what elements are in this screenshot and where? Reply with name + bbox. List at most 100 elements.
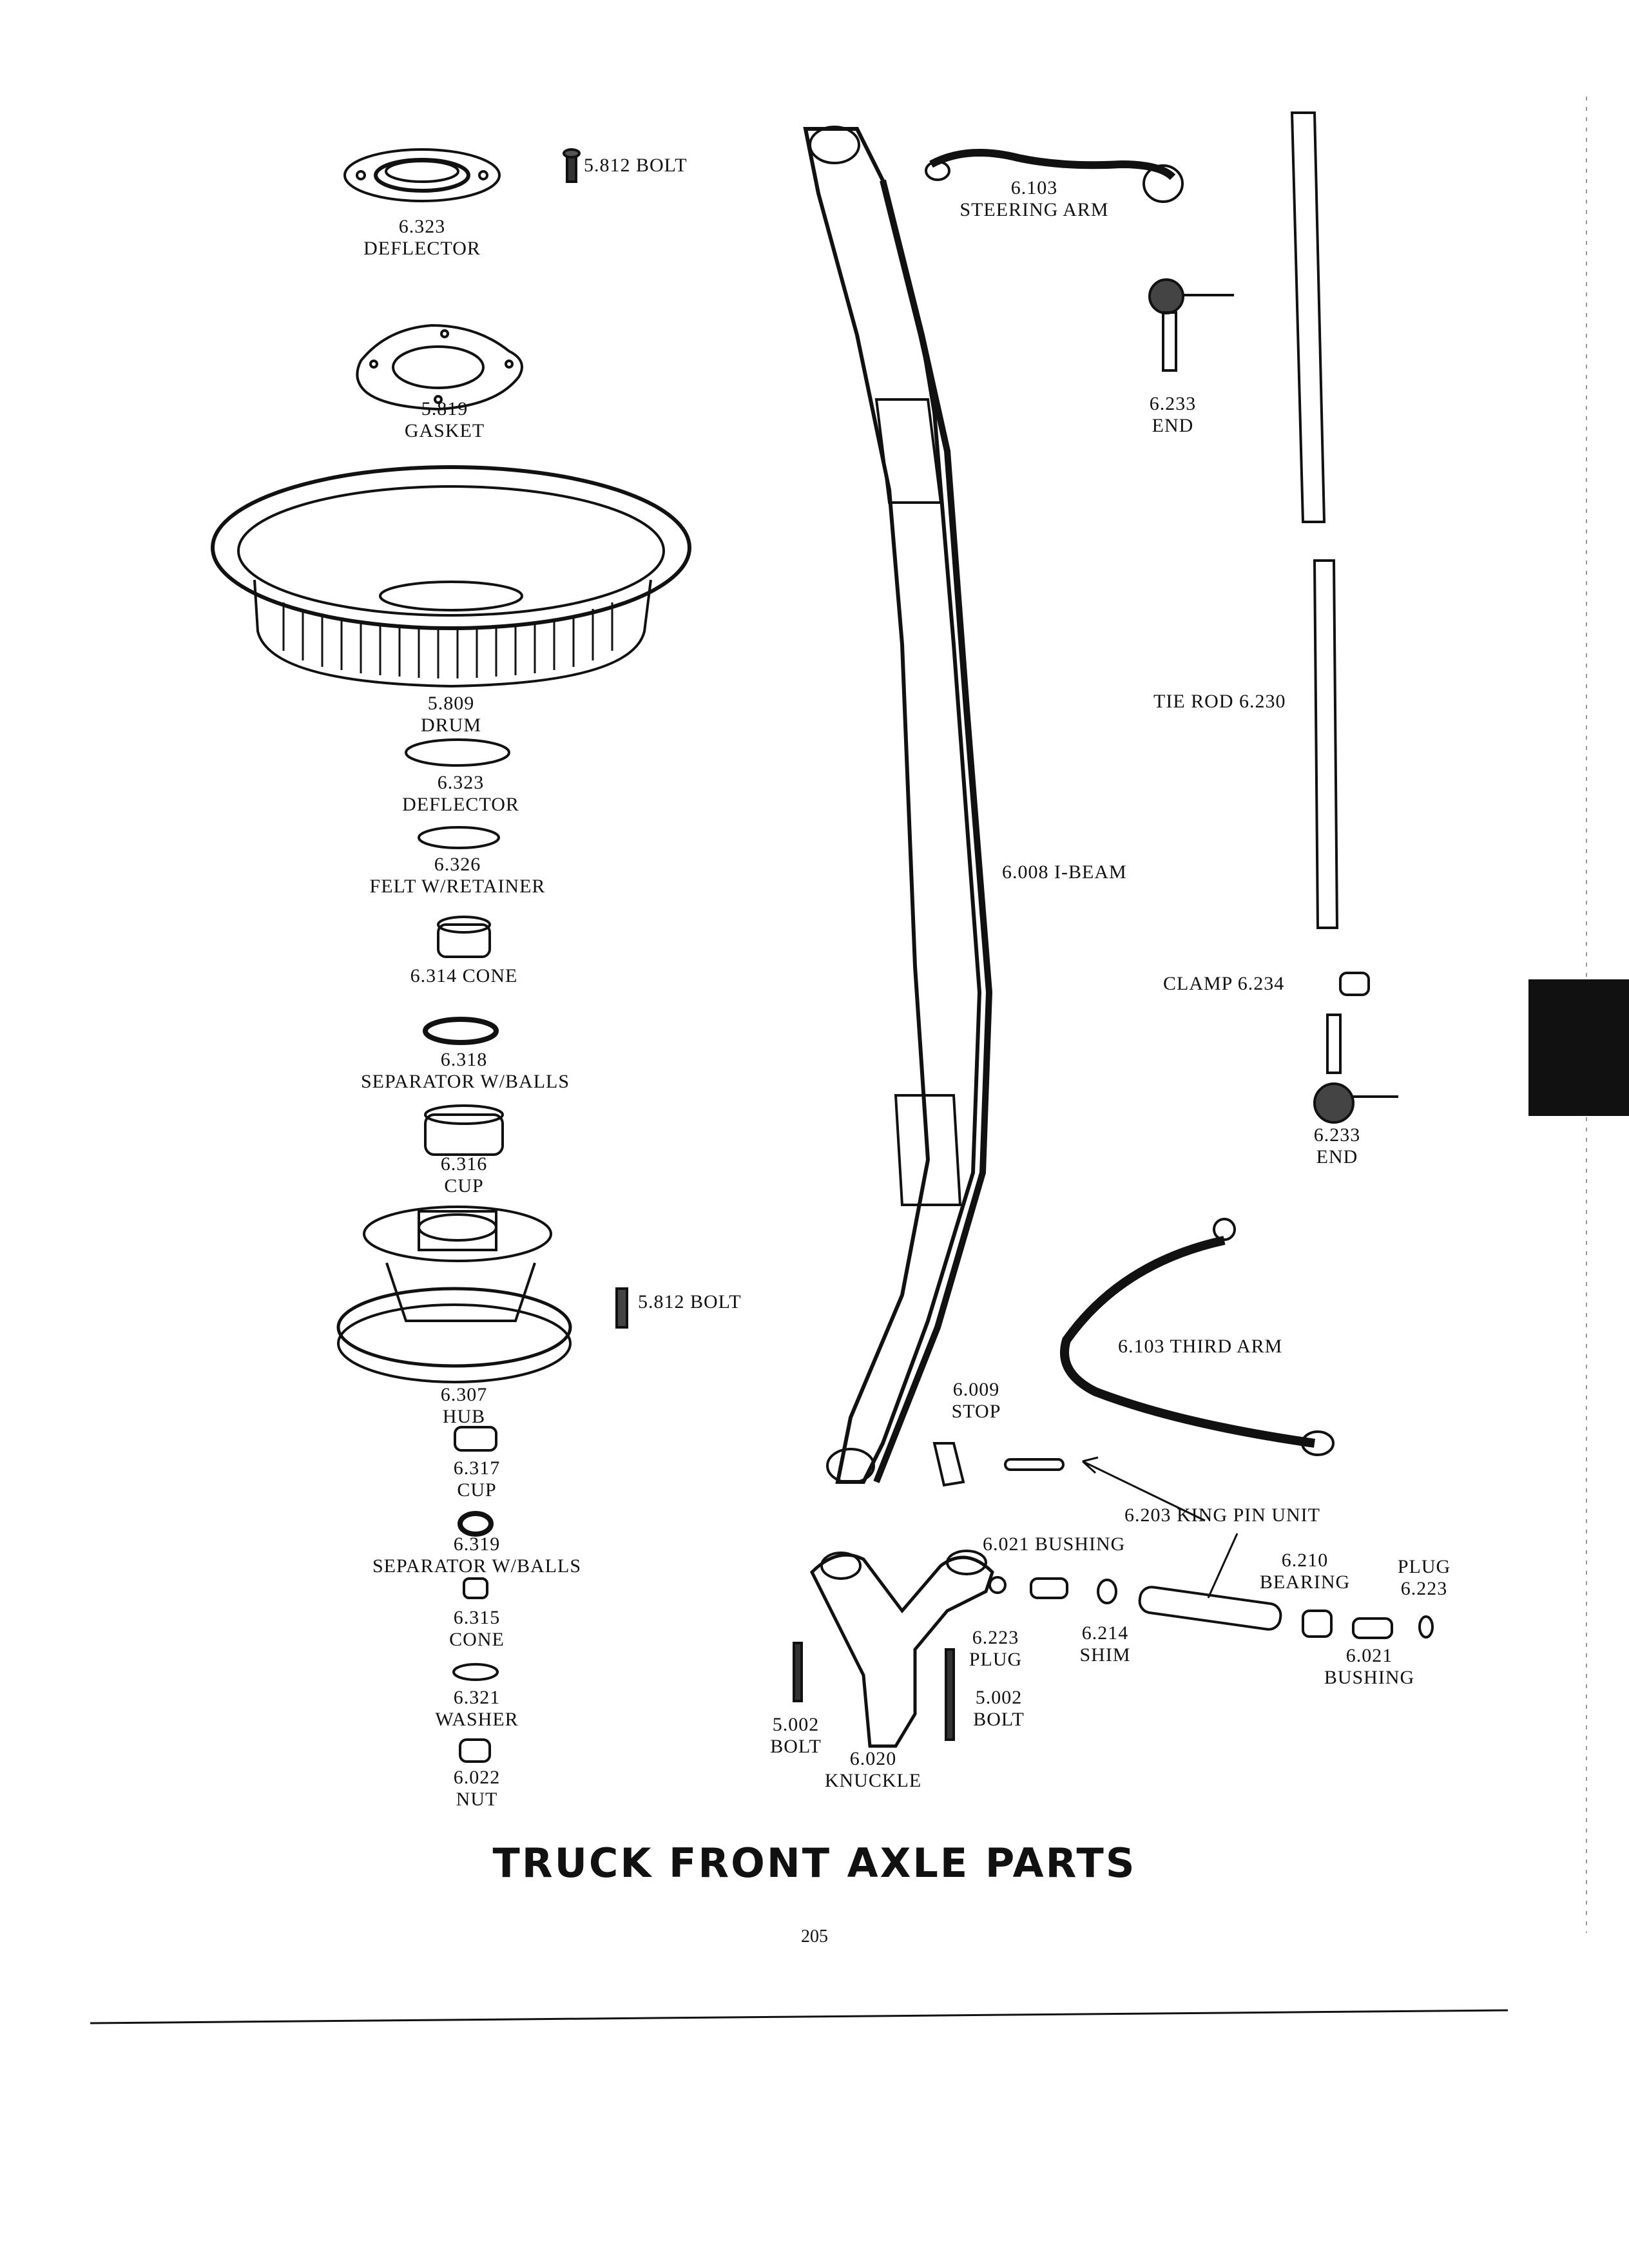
tie-rod-label: TIE ROD 6.230 (1153, 691, 1286, 712)
part-name: CUP (457, 1479, 497, 1501)
deflector-2-label: 6.323 DEFLECTOR (390, 772, 532, 816)
separator-bottom-label: 6.319 SEPARATOR W/BALLS (367, 1533, 586, 1577)
bolt-top-label: 5.812 BOLT (584, 155, 688, 176)
part-name: NUT (456, 1789, 498, 1810)
part-number: 6.223 (1400, 1578, 1448, 1599)
part-name: END (1152, 415, 1194, 436)
part-number: 6.323 (398, 216, 446, 237)
separator-bottom-drawing (458, 1511, 494, 1537)
part-number: 5.002 (975, 1687, 1023, 1708)
part-name: STEERING ARM (959, 199, 1109, 220)
steering-arm-drawing (925, 149, 1184, 203)
drum-label: 5.809 DRUM (387, 693, 516, 736)
felt-drawing (418, 826, 500, 849)
cup-top-label: 6.316 CUP (412, 1153, 516, 1197)
bearing-label: 6.210 BEARING (1253, 1550, 1356, 1593)
part-number: 6.020 (849, 1748, 897, 1769)
part-number: 6.315 (453, 1607, 501, 1628)
king-pin-pointer (1207, 1533, 1239, 1599)
part-name: SEPARATOR W/BALLS (372, 1555, 582, 1577)
steering-arm-label: 6.103 STEERING ARM (947, 177, 1121, 221)
gasket-drawing (356, 323, 523, 411)
part-name: END (1316, 1146, 1358, 1168)
part-number: 6.223 (972, 1627, 1019, 1648)
nut-label: 6.022 NUT (425, 1767, 528, 1811)
page-tab-marker (1528, 979, 1629, 1116)
washer-label: 6.321 WASHER (425, 1687, 528, 1731)
part-number: 5.002 (772, 1714, 820, 1735)
end-top-drawing (1148, 278, 1234, 372)
part-name: PLUG (1397, 1556, 1451, 1577)
plug-left-drawing (988, 1576, 1007, 1594)
bolt-hub-drawing (615, 1287, 628, 1329)
drum-drawing (211, 465, 691, 688)
clamp-drawing (1339, 972, 1370, 996)
king-pin-small-drawing (1004, 1458, 1065, 1471)
part-number: 5.809 (427, 693, 475, 714)
part-number: 6.210 (1281, 1550, 1329, 1571)
deflector-top-drawing (343, 148, 501, 202)
separator-top-drawing (423, 1017, 499, 1045)
part-number: 6.316 (440, 1153, 488, 1175)
part-name: BOLT (973, 1709, 1025, 1730)
page-number: 205 (801, 1927, 828, 1946)
stop-drawing (932, 1442, 965, 1487)
end-bottom-label: 6.233 END (1298, 1124, 1376, 1168)
part-name: DRUM (420, 715, 481, 736)
cup-bottom-drawing (454, 1426, 497, 1452)
bolt-left-label: 5.002 BOLT (760, 1714, 831, 1758)
part-number: 6.326 (434, 854, 481, 875)
bolt-right-label: 5.002 BOLT (963, 1687, 1034, 1731)
deflector-top-label: 6.323 DEFLECTOR (358, 216, 487, 260)
part-number: 6.319 (453, 1533, 501, 1555)
part-number: 6.318 (440, 1049, 488, 1070)
cone-bottom-label: 6.315 CONE (425, 1607, 528, 1651)
part-number: 6.021 (1345, 1645, 1393, 1666)
hub-label: 6.307 HUB (412, 1384, 516, 1428)
part-name: SHIM (1079, 1644, 1131, 1666)
third-arm-drawing (1060, 1218, 1335, 1456)
part-name: BUSHING (1324, 1667, 1415, 1688)
part-number: 6.233 (1313, 1124, 1361, 1146)
gasket-label: 5.819 GASKET (380, 398, 509, 442)
tie-rod-drawing (1290, 111, 1339, 929)
shim-label: 6.214 SHIM (1066, 1622, 1144, 1666)
part-number: 6.233 (1149, 393, 1197, 414)
knuckle-drawing (809, 1550, 994, 1748)
part-name: BEARING (1259, 1571, 1351, 1593)
part-name: DEFLECTOR (363, 238, 481, 259)
bolt-right-drawing (945, 1648, 955, 1741)
i-beam-label: 6.008 I-BEAM (1002, 861, 1127, 883)
king-pin-unit-label: 6.203 KING PIN UNIT (1124, 1504, 1320, 1526)
cone-bottom-drawing (463, 1577, 488, 1599)
bolt-top-drawing (563, 148, 581, 183)
cup-top-drawing (424, 1104, 504, 1156)
hub-drawing (336, 1206, 572, 1383)
part-name: SEPARATOR W/BALLS (361, 1071, 570, 1092)
king-pin-drawing (1138, 1586, 1282, 1631)
part-number: 6.317 (453, 1457, 501, 1479)
part-name: FELT W/RETAINER (369, 876, 546, 897)
part-number: 6.321 (453, 1687, 501, 1708)
knuckle-label: 6.020 KNUCKLE (822, 1748, 925, 1792)
part-name: STOP (951, 1401, 1001, 1422)
part-name: CUP (444, 1175, 484, 1196)
i-beam-drawing (803, 126, 993, 1484)
part-number: 5.819 (421, 398, 468, 419)
bearing-drawing (1302, 1610, 1333, 1638)
bushing-top-drawing (1030, 1577, 1068, 1599)
part-name: HUB (442, 1406, 486, 1427)
part-number: 6.307 (440, 1384, 488, 1405)
washer-drawing (452, 1663, 499, 1681)
part-name: PLUG (969, 1649, 1023, 1670)
bolt-hub-label: 5.812 BOLT (638, 1291, 742, 1312)
king-pin-arrow (1081, 1456, 1206, 1522)
part-number: 6.214 (1081, 1622, 1129, 1644)
plug-right-drawing (1418, 1615, 1434, 1639)
part-name: KNUCKLE (824, 1770, 922, 1791)
part-number: 6.022 (453, 1767, 501, 1788)
part-name: CONE (449, 1629, 505, 1650)
part-number: 6.323 (437, 772, 485, 793)
bolt-left-drawing (793, 1642, 803, 1702)
part-number: 6.103 (1010, 177, 1058, 198)
